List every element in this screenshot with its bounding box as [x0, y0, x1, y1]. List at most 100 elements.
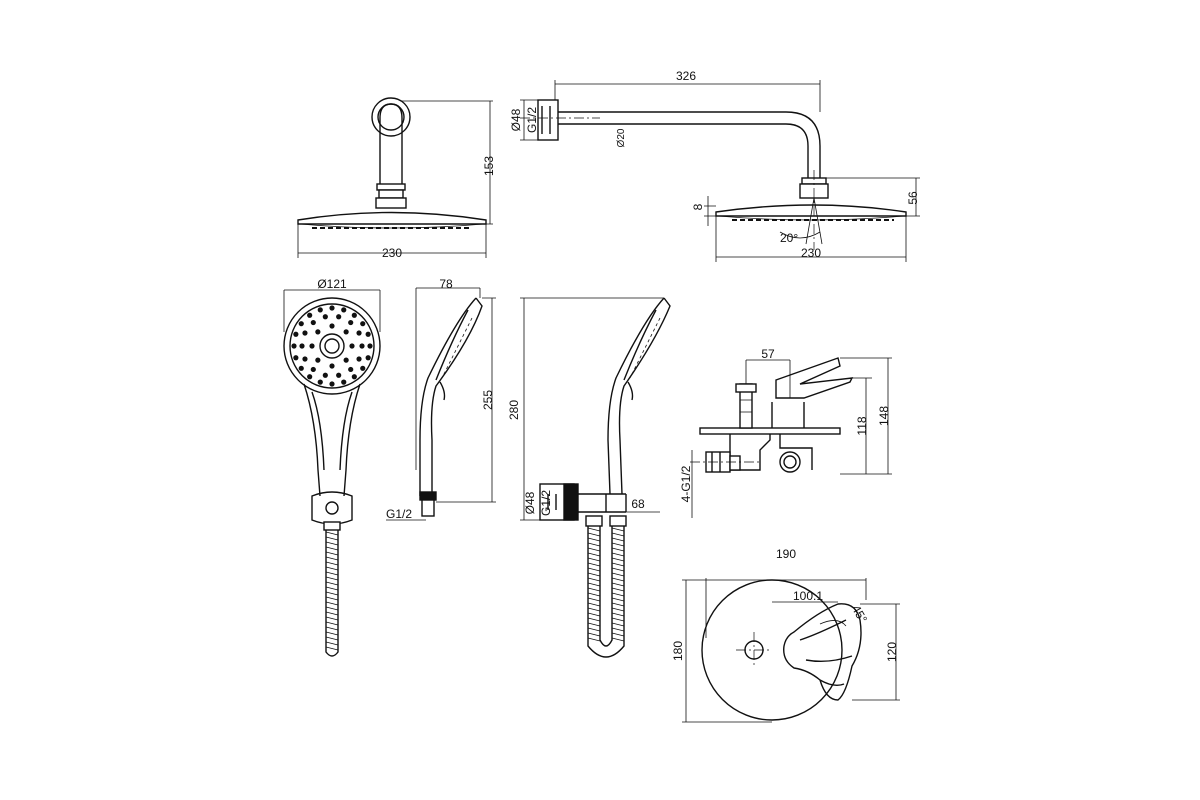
dim-flange-thread: G1/2: [525, 107, 539, 133]
nozzle: [329, 381, 335, 387]
hose-rib: [325, 591, 339, 596]
hose-rib: [611, 557, 625, 562]
nozzle: [299, 343, 305, 349]
hose-rib: [611, 632, 625, 637]
hose-rib: [587, 632, 601, 637]
dim-flange-dia: Ø48: [509, 108, 523, 131]
nozzle: [302, 330, 308, 336]
dim-holder-thread: G1/2: [539, 490, 553, 516]
dim-mixer-inlet: 4-G1/2: [679, 465, 693, 502]
hose-rib: [611, 637, 625, 642]
hose-rib: [325, 616, 339, 621]
hose-rib: [587, 627, 601, 632]
nozzle: [293, 355, 299, 361]
dim-153: 153: [482, 156, 496, 176]
nozzle: [360, 321, 366, 327]
hose-rib: [611, 607, 625, 612]
hose-rib: [325, 551, 339, 556]
nozzle: [298, 365, 304, 371]
nozzle: [307, 374, 313, 380]
dim-hand-depth: 78: [439, 277, 453, 291]
hose-rib: [611, 537, 625, 542]
nozzle: [310, 319, 316, 326]
dim-pipe-dia: Ø20: [616, 128, 627, 147]
hose-rib: [587, 587, 601, 592]
dim-mixer-height: 180: [671, 641, 685, 661]
nozzle: [365, 331, 371, 337]
nozzle: [298, 321, 304, 327]
nozzle: [329, 305, 335, 311]
hose-rib: [587, 552, 601, 557]
hose-rib: [611, 627, 625, 632]
nozzle: [367, 343, 373, 349]
dim-holder-flange-dia: Ø48: [523, 491, 537, 514]
hose-rib: [325, 601, 339, 606]
hose-corrugation: [587, 527, 625, 642]
hose-rib: [611, 562, 625, 567]
hose-rib: [611, 532, 625, 537]
hose-rib: [325, 636, 339, 641]
hose-rib: [325, 596, 339, 601]
hose-rib: [325, 576, 339, 581]
dim-hand-thread: G1/2: [386, 507, 412, 521]
hose-rib: [611, 527, 625, 532]
hose-rib: [587, 532, 601, 537]
dim-326: 326: [676, 69, 696, 83]
hose-rib: [611, 567, 625, 572]
hose-rib: [587, 607, 601, 612]
hose-rib: [325, 581, 339, 586]
hose-rib: [325, 586, 339, 591]
dim-mixer-handle-length: 100.1: [793, 589, 823, 603]
hose-rib: [587, 547, 601, 552]
nozzle: [349, 343, 355, 349]
nozzle: [309, 343, 315, 349]
dim-holder-projection: 68: [631, 497, 645, 511]
hose-rib: [587, 612, 601, 617]
dim-mixer-118: 118: [855, 416, 869, 435]
hose-rib: [587, 572, 601, 577]
dim-mixer-offset: 57: [761, 347, 775, 361]
dim-56: 56: [906, 191, 920, 205]
nozzle: [329, 363, 335, 369]
hose-rib: [587, 567, 601, 572]
hose-rib: [325, 611, 339, 616]
hose-rib: [587, 602, 601, 607]
hose-rib: [611, 612, 625, 617]
hand-shower-nozzles: [291, 305, 373, 387]
nozzle: [307, 312, 313, 318]
nozzle: [315, 357, 321, 363]
dim-230-side: 230: [801, 246, 821, 260]
hose-rib: [325, 646, 339, 651]
nozzle: [315, 329, 321, 335]
hose-rib: [587, 557, 601, 562]
nozzle: [356, 356, 362, 362]
hose-rib: [587, 622, 601, 627]
hose-rib: [325, 531, 339, 536]
hose-rib: [325, 541, 339, 546]
overhead-shower-side-view: 20° 326 Ø48 G1/2 Ø20 8 56 230: [509, 69, 920, 262]
dim-mixer-plate-dia: 190: [776, 547, 796, 561]
hose-rib: [325, 621, 339, 626]
hose-rib: [325, 566, 339, 571]
hose-rib: [587, 582, 601, 587]
hose-rib: [325, 606, 339, 611]
hand-shower-side-view: 78 255 G1/2: [386, 277, 496, 521]
hose-rib: [587, 597, 601, 602]
hose-rib: [611, 572, 625, 577]
hand-shower-front-view: Ø121: [283, 277, 381, 657]
nozzle: [336, 314, 342, 320]
nozzle: [341, 379, 347, 385]
nozzle: [356, 330, 362, 336]
nozzle: [348, 319, 354, 326]
nozzle: [360, 365, 366, 371]
hose-corrugation: [325, 531, 339, 651]
hose-rib: [611, 622, 625, 627]
hose-rib: [325, 546, 339, 551]
hose-rib: [325, 561, 339, 566]
hose-rib: [611, 542, 625, 547]
hose-rib: [611, 602, 625, 607]
nozzle: [343, 329, 349, 335]
hose-rib: [325, 556, 339, 561]
hose-rib: [611, 587, 625, 592]
